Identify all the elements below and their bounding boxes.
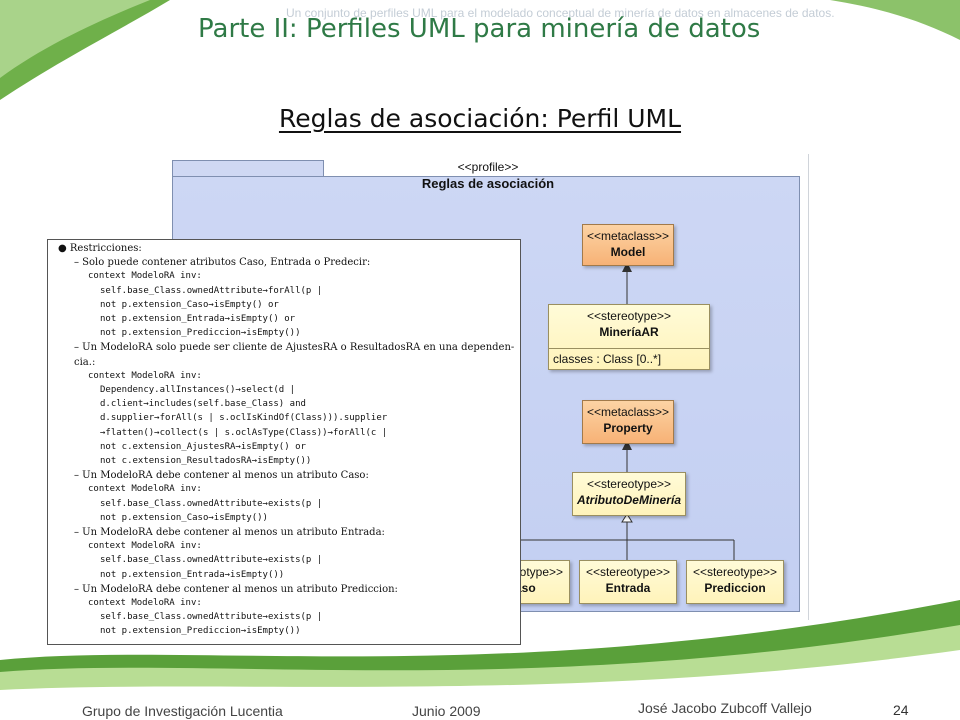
constraint-line: context ModeloRA inv: <box>88 541 202 552</box>
constraint-line: not p.extension_Entrada→isEmpty()) <box>100 569 285 580</box>
constraint-line: cia.: <box>74 356 96 368</box>
top-right-wave <box>830 0 960 40</box>
constraint-line: self.base_Class.ownedAttribute→exists(p … <box>100 498 323 509</box>
package-stereotype: <<profile>> <box>457 160 519 174</box>
constraint-line: d.client→includes(self.base_Class) and <box>100 399 306 410</box>
constraint-line: not p.extension_Entrada→isEmpty() or <box>100 314 296 324</box>
bottom-wave-white <box>0 650 960 720</box>
constraint-line: ● Restricciones: <box>58 243 142 254</box>
stereotype-prediccion: <<stereotype>> Prediccion <box>686 560 784 604</box>
ocl-constraints-panel: ● Restricciones: – Solo puede contener at… <box>47 239 521 645</box>
slide-subtitle: Reglas de asociación: Perfil UML <box>278 104 682 133</box>
stereotype-entrada: <<stereotype>> Entrada <box>579 560 677 604</box>
constraint-line: context ModeloRA inv: <box>88 598 202 608</box>
constraint-line: d.supplier→forAll(s | s.oclIsKindOf(Clas… <box>100 413 388 424</box>
header-note: Un conjunto de perfiles UML para el mode… <box>286 6 835 20</box>
footer-author: José Jacobo Zubcoff Vallejo <box>638 700 812 716</box>
constraint-line: – Un ModeloRA debe contener al menos un … <box>74 470 369 482</box>
constraint-line: context ModeloRA inv: <box>88 370 202 381</box>
metaclass-property: <<metaclass>> Property <box>582 400 674 444</box>
constraint-line: not p.extension_Caso→isEmpty() or <box>100 299 279 310</box>
constraint-line: – Un ModeloRA debe contener al menos un … <box>74 527 385 538</box>
uml-connectors <box>519 262 735 560</box>
constraint-line: context ModeloRA inv: <box>88 271 202 282</box>
constraint-line: self.base_Class.ownedAttribute→exists(p … <box>100 555 323 566</box>
constraint-line: →flatten()→collect(s | s.oclAsType(Class… <box>100 427 388 438</box>
footer-date: Junio 2009 <box>412 703 481 719</box>
constraint-line: context ModeloRA inv: <box>88 484 202 495</box>
package-name: Reglas de asociación <box>421 176 555 191</box>
top-left-wave-light <box>0 0 150 78</box>
constraint-line: not p.extension_Prediccion→isEmpty()) <box>100 328 301 339</box>
mineria-attribute: classes : Class [0..*] <box>549 348 709 369</box>
constraint-line: – Un ModeloRA debe contener al menos un … <box>74 583 398 595</box>
constraint-line: self.base_Class.ownedAttribute→exists(p … <box>100 612 323 623</box>
constraint-line: not c.extension_ResultadosRA→isEmpty()) <box>100 456 312 466</box>
constraint-line: not p.extension_Caso→isEmpty()) <box>100 512 268 523</box>
slide-title: Parte II: Perfiles UML para minería de d… <box>198 14 761 44</box>
constraint-line: not c.extension_AjustesRA→isEmpty() or <box>100 441 306 452</box>
constraint-line: – Un ModeloRA solo puede ser cliente de … <box>74 342 515 354</box>
constraint-line: Dependency.allInstances()→select(d | <box>100 385 296 395</box>
stereotype-atributo-de-mineria: <<stereotype>> AtributoDeMinería <box>572 472 686 516</box>
package-tab <box>172 160 324 177</box>
constraint-line: – Solo puede contener atributos Caso, En… <box>74 257 371 269</box>
metaclass-model: <<metaclass>> Model <box>582 224 674 266</box>
stereotype-mineria-ar: <<stereotype>> MineríaAR classes : Class… <box>548 304 710 370</box>
constraint-line: not p.extension_Prediccion→isEmpty()) <box>100 626 301 637</box>
footer-group: Grupo de Investigación Lucentia <box>82 703 283 719</box>
constraint-line: self.base_Class.ownedAttribute→forAll(p … <box>100 285 323 296</box>
page-number: 24 <box>893 702 909 718</box>
